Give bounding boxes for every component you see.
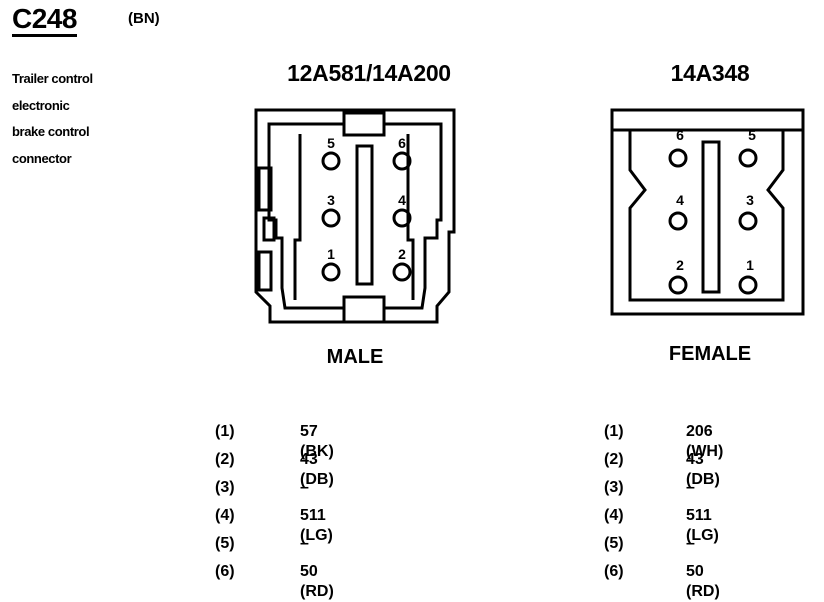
pin-number: (1) bbox=[604, 423, 624, 440]
pin-number: (4) bbox=[215, 507, 235, 524]
female-pin-3-socket bbox=[738, 211, 758, 231]
female-pin-2-socket bbox=[668, 275, 688, 295]
pin-number: (6) bbox=[215, 563, 235, 580]
male-pin-2-socket bbox=[392, 262, 412, 282]
male-bottom-key bbox=[342, 295, 386, 324]
description-line: brake control bbox=[12, 124, 90, 139]
male-side-latch bbox=[257, 250, 273, 292]
female-pin-label: 4 bbox=[676, 192, 684, 208]
wire-info: – bbox=[686, 535, 695, 552]
wire-info: 43 (DB) bbox=[300, 451, 334, 488]
wire-info: 511 (LG) bbox=[300, 507, 333, 544]
description-line: Trailer control bbox=[12, 71, 93, 86]
female-label: FEMALE bbox=[668, 343, 752, 365]
male-side-latch bbox=[262, 216, 276, 242]
female-pin-label: 2 bbox=[676, 257, 684, 273]
male-pin-6-socket bbox=[392, 151, 412, 171]
male-inner-rail bbox=[293, 134, 302, 300]
male-pin-4-socket bbox=[392, 208, 412, 228]
pin-number: (2) bbox=[604, 451, 624, 468]
female-housing-outer bbox=[610, 108, 805, 316]
pin-number: (3) bbox=[604, 479, 624, 496]
female-connector-drawing bbox=[610, 108, 805, 316]
male-pin-label: 3 bbox=[327, 192, 335, 208]
female-pin-5-socket bbox=[738, 148, 758, 168]
male-pin-1-socket bbox=[321, 262, 341, 282]
male-pin-label: 6 bbox=[398, 135, 406, 151]
female-pin-6-socket bbox=[668, 148, 688, 168]
wire-info: 43 (DB) bbox=[686, 451, 720, 488]
male-housing-inner bbox=[267, 122, 443, 310]
male-inner-rail bbox=[406, 134, 415, 300]
connector-description: Trailer control electronic brake control… bbox=[12, 66, 93, 172]
female-pin-1-socket bbox=[738, 275, 758, 295]
connector-id: C248 bbox=[12, 4, 77, 37]
male-pin-label: 1 bbox=[327, 246, 335, 262]
pin-number: (3) bbox=[215, 479, 235, 496]
description-line: connector bbox=[12, 150, 72, 166]
female-pin-label: 1 bbox=[746, 257, 754, 273]
wire-info: – bbox=[686, 479, 695, 496]
wire-info: 50 (RD) bbox=[686, 563, 720, 600]
female-housing-inner bbox=[628, 128, 785, 302]
female-pin-label: 6 bbox=[676, 127, 684, 143]
male-pin-label: 4 bbox=[398, 192, 406, 208]
male-housing-outer bbox=[254, 108, 456, 324]
wire-info: – bbox=[300, 535, 309, 552]
male-connector-drawing bbox=[254, 108, 456, 324]
female-pin-label: 5 bbox=[748, 127, 756, 143]
wire-info: – bbox=[300, 479, 309, 496]
male-top-key bbox=[342, 111, 386, 137]
wire-info: 206 (WH) bbox=[686, 423, 724, 460]
female-pin-4-socket bbox=[668, 211, 688, 231]
pin-number: (5) bbox=[604, 535, 624, 552]
male-pin-label: 2 bbox=[398, 246, 406, 262]
male-part-number: 12A581/14A200 bbox=[287, 60, 451, 86]
female-center-blade bbox=[701, 140, 721, 294]
male-pin-3-socket bbox=[321, 208, 341, 228]
pin-number: (1) bbox=[215, 423, 235, 440]
male-side-latch bbox=[257, 166, 273, 212]
female-part-number: 14A348 bbox=[670, 60, 750, 86]
connector-color-code: (BN) bbox=[128, 10, 160, 27]
pin-number: (6) bbox=[604, 563, 624, 580]
pin-number: (5) bbox=[215, 535, 235, 552]
wire-info: 57 (BK) bbox=[300, 423, 334, 460]
male-center-blade bbox=[355, 144, 374, 286]
wire-info: 50 (RD) bbox=[300, 563, 334, 600]
male-pin-label: 5 bbox=[327, 135, 335, 151]
pin-number: (4) bbox=[604, 507, 624, 524]
description-line: electronic bbox=[12, 97, 70, 113]
wire-info: 511 (LG) bbox=[686, 507, 719, 544]
female-pin-label: 3 bbox=[746, 192, 754, 208]
pin-number: (2) bbox=[215, 451, 235, 468]
male-label: MALE bbox=[326, 346, 384, 368]
male-pin-5-socket bbox=[321, 151, 341, 171]
